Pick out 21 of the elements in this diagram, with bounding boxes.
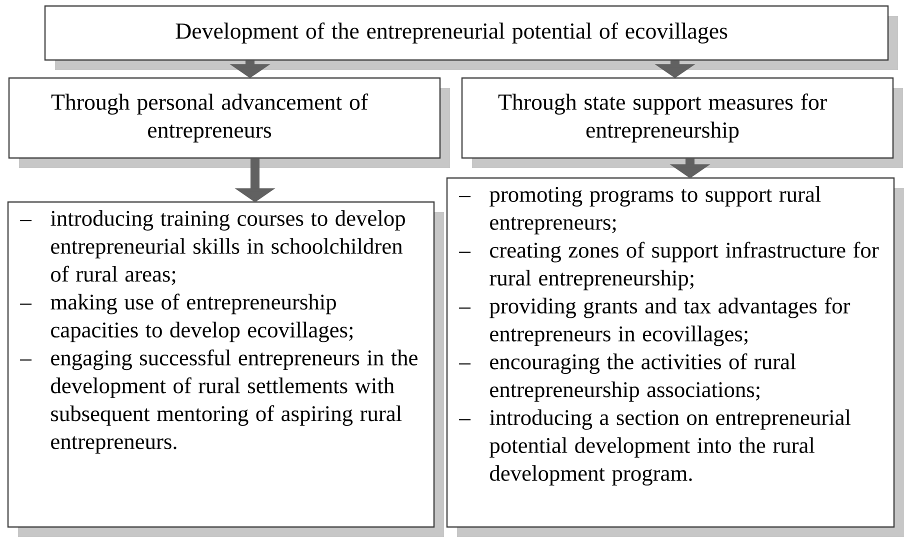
list-item: introducing training courses to develop entrepreneurial skills in schoolchildren of rural areas; (50, 210, 405, 285)
list-dash: – (459, 419, 471, 420)
list-item: encouraging the activities of rural entrepreneurship associations; (490, 353, 796, 402)
list-item: promoting programs to support rural entrepreneurs; (490, 186, 821, 234)
list-dash: – (20, 220, 32, 222)
list-dash: – (20, 359, 32, 361)
process-box: Through state support measures for entrepreneurship (461, 77, 903, 168)
list-item: creating zones of support infrastructure for rural entrepreneurship; (490, 242, 879, 290)
process-box: Development of the entrepreneurial potential of ecovillages (44, 5, 898, 70)
list-item: engaging successful entrepreneurs in the development of rural settlements with subsequent mentoring of aspiring rural entrepreneurs. (51, 349, 418, 454)
list-box (446, 177, 904, 537)
list-dash: – (459, 196, 471, 198)
list-item: making use of entrepreneurship capacities to develop ecovillages; (50, 294, 353, 342)
list-dash: – (459, 252, 471, 253)
list-item: providing grants and tax advantages for entrepreneurs in ecovillages; (490, 298, 850, 346)
process-box: Through personal advancement of entrepreneurs (8, 77, 450, 168)
list-box (7, 201, 444, 537)
list-dash: – (20, 304, 32, 305)
list-dash: – (459, 363, 471, 364)
list-item: introducing a section on entrepreneurial potential development into the rural development program. (490, 409, 851, 486)
list-dash: – (459, 308, 471, 309)
